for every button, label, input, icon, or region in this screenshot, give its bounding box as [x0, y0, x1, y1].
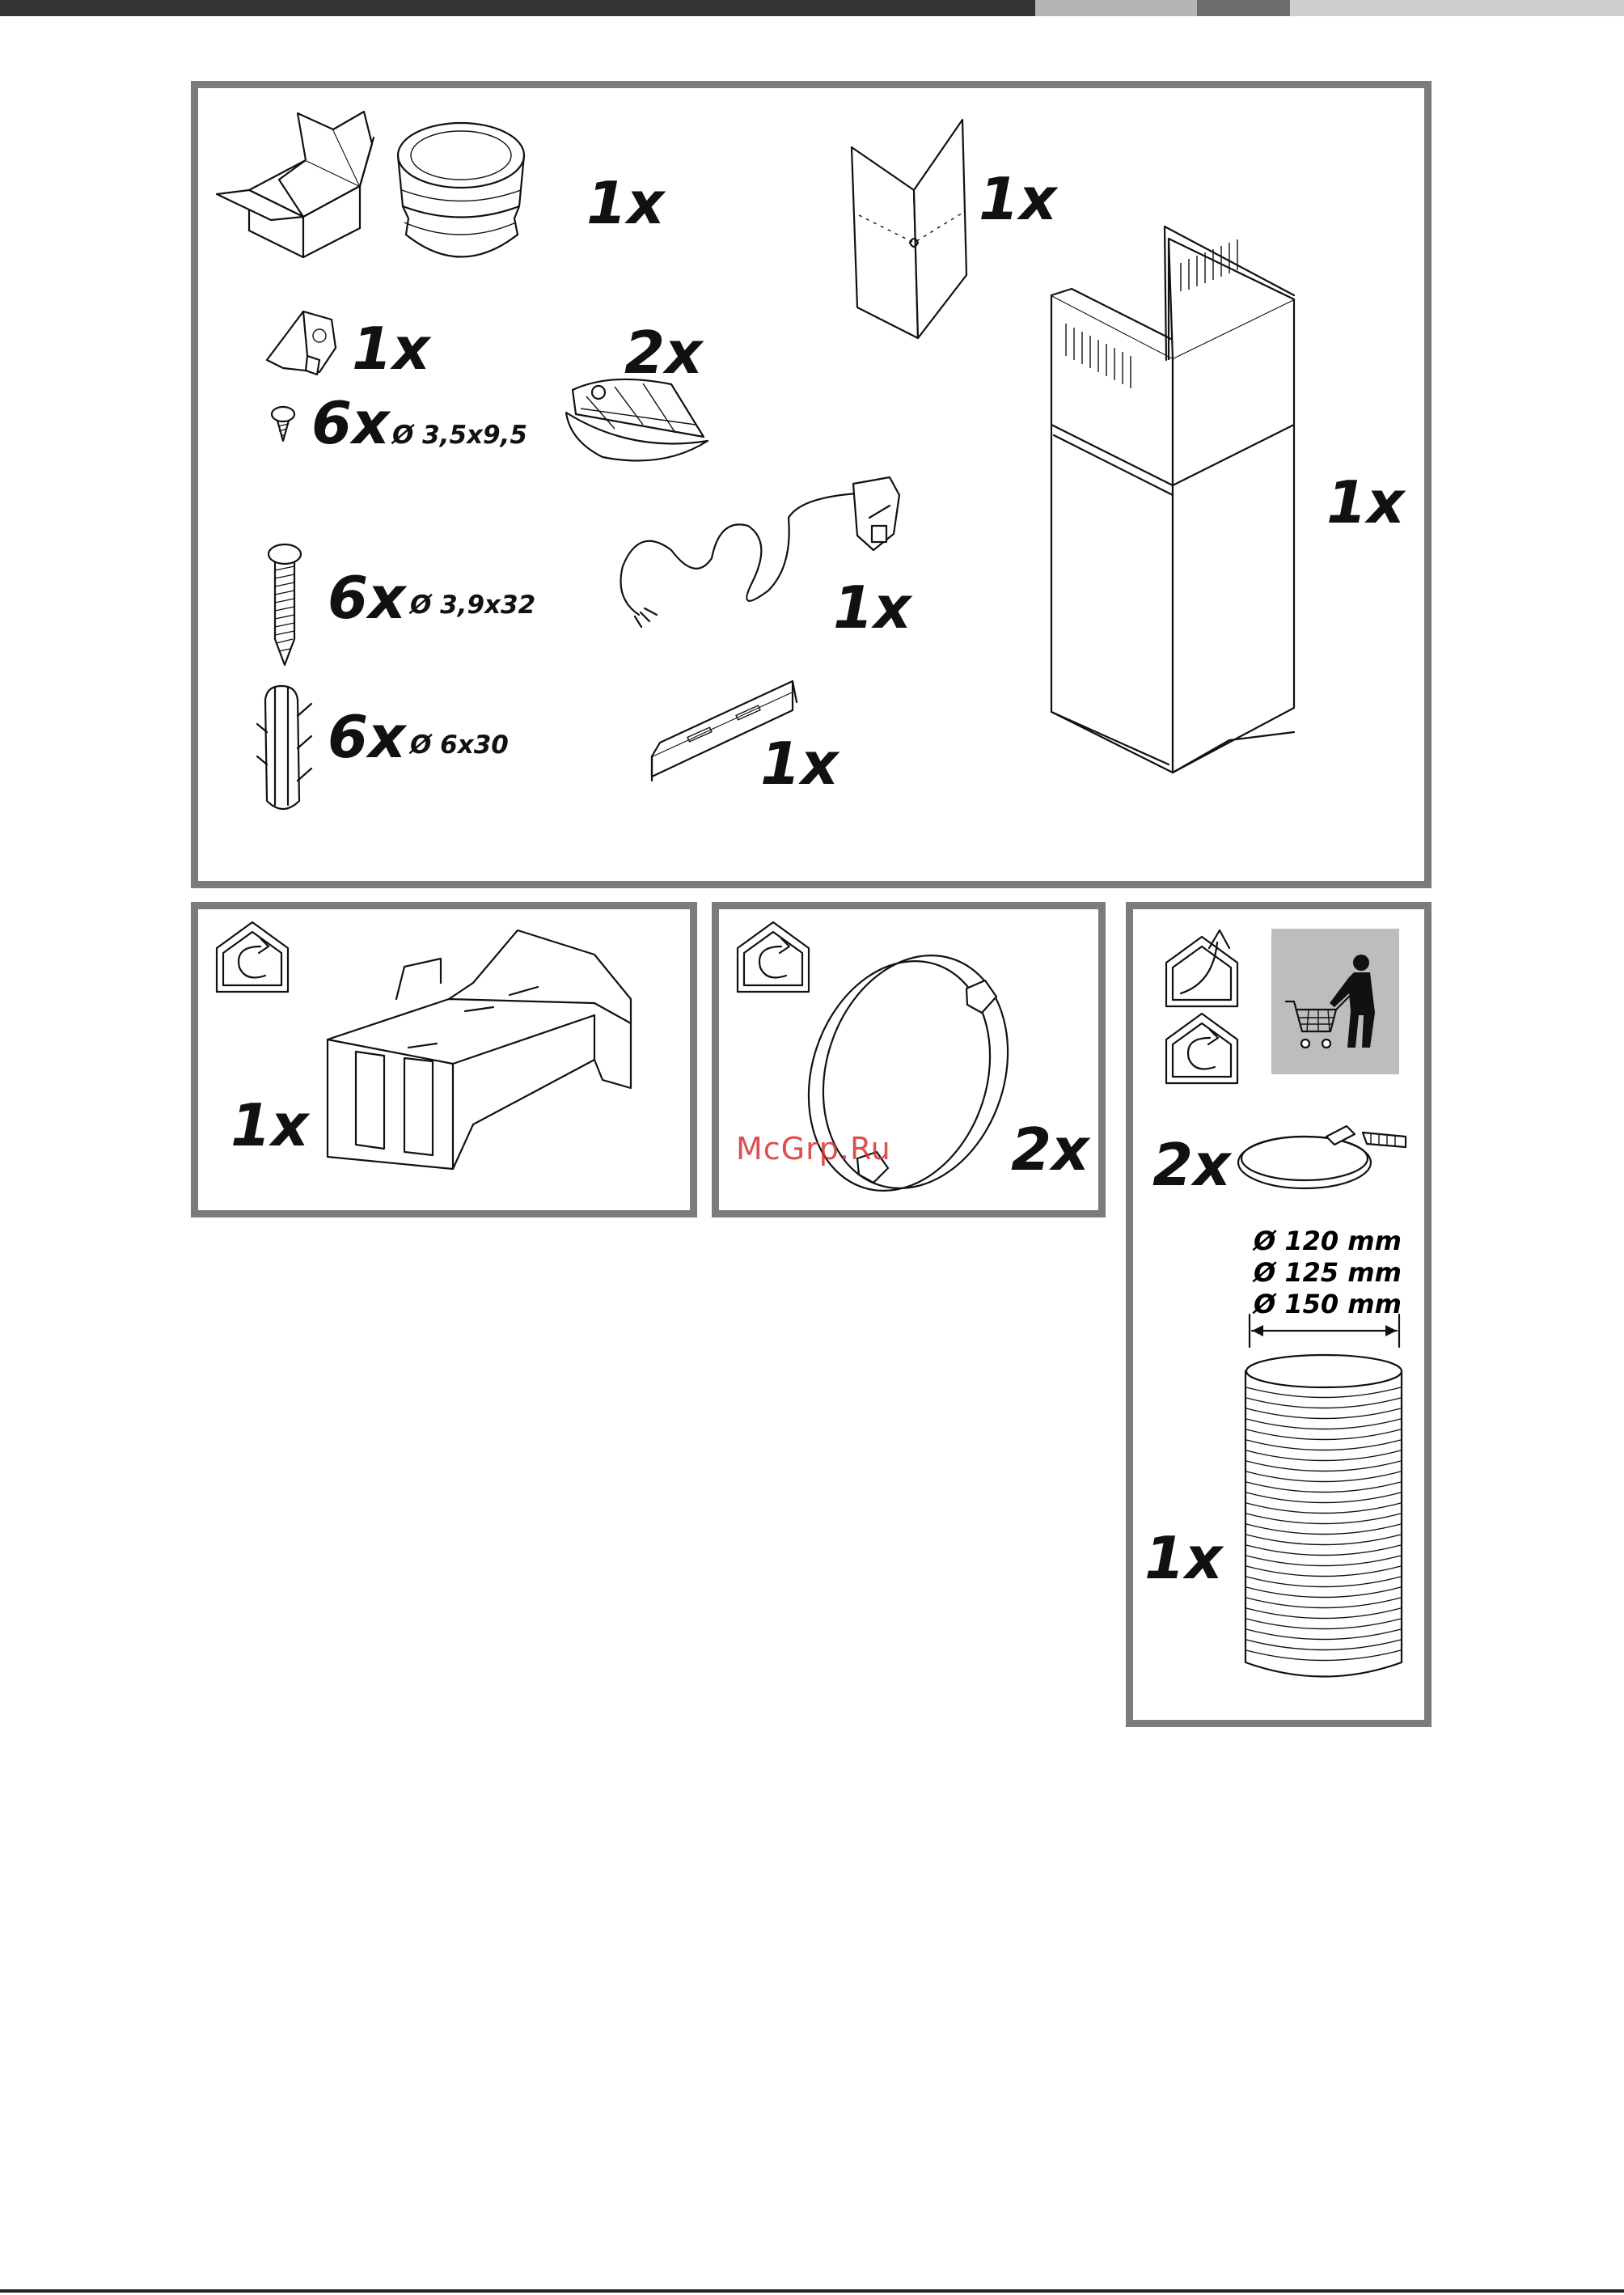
hose-quantity: 1x: [1144, 1529, 1223, 1587]
extraction-icon: [1166, 930, 1237, 1006]
footer-rule: [0, 2289, 1624, 2293]
hose-diameter-1: Ø 120 mm: [1254, 1228, 1402, 1254]
shopping-cart-icon: [1286, 955, 1375, 1048]
hose-clamp-quantity: 2x: [1152, 1136, 1231, 1194]
hose-clamp-drawing: [1238, 1126, 1406, 1188]
dimension-arrow: [1250, 1315, 1399, 1347]
hose-diameter-2: Ø 125 mm: [1254, 1260, 1402, 1285]
flexible-hose-drawing: [1245, 1355, 1402, 1677]
hose-diameter-3: Ø 150 mm: [1254, 1291, 1402, 1317]
recirculation-icon: [1166, 1014, 1237, 1083]
